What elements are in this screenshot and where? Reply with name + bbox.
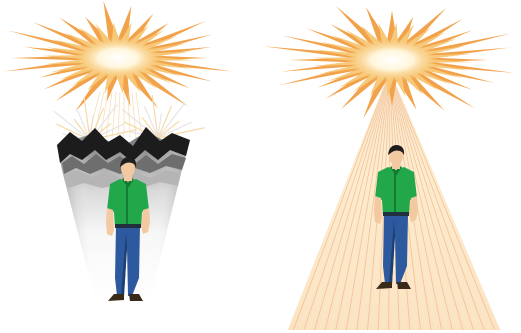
belt [383,212,409,216]
arm-left [374,196,382,224]
arm-left [106,208,114,236]
beam-line [112,92,116,138]
burst-left-core [74,37,162,79]
burst-right-core [345,38,439,82]
belt [115,224,141,228]
beam-line [136,92,142,138]
beam-line [118,92,120,138]
shirt-placket [126,184,128,226]
unobstructed-light-panel [263,6,514,330]
obstructed-light-panel [4,1,232,301]
light-burst-left [4,1,232,112]
shirt-placket [394,172,396,214]
